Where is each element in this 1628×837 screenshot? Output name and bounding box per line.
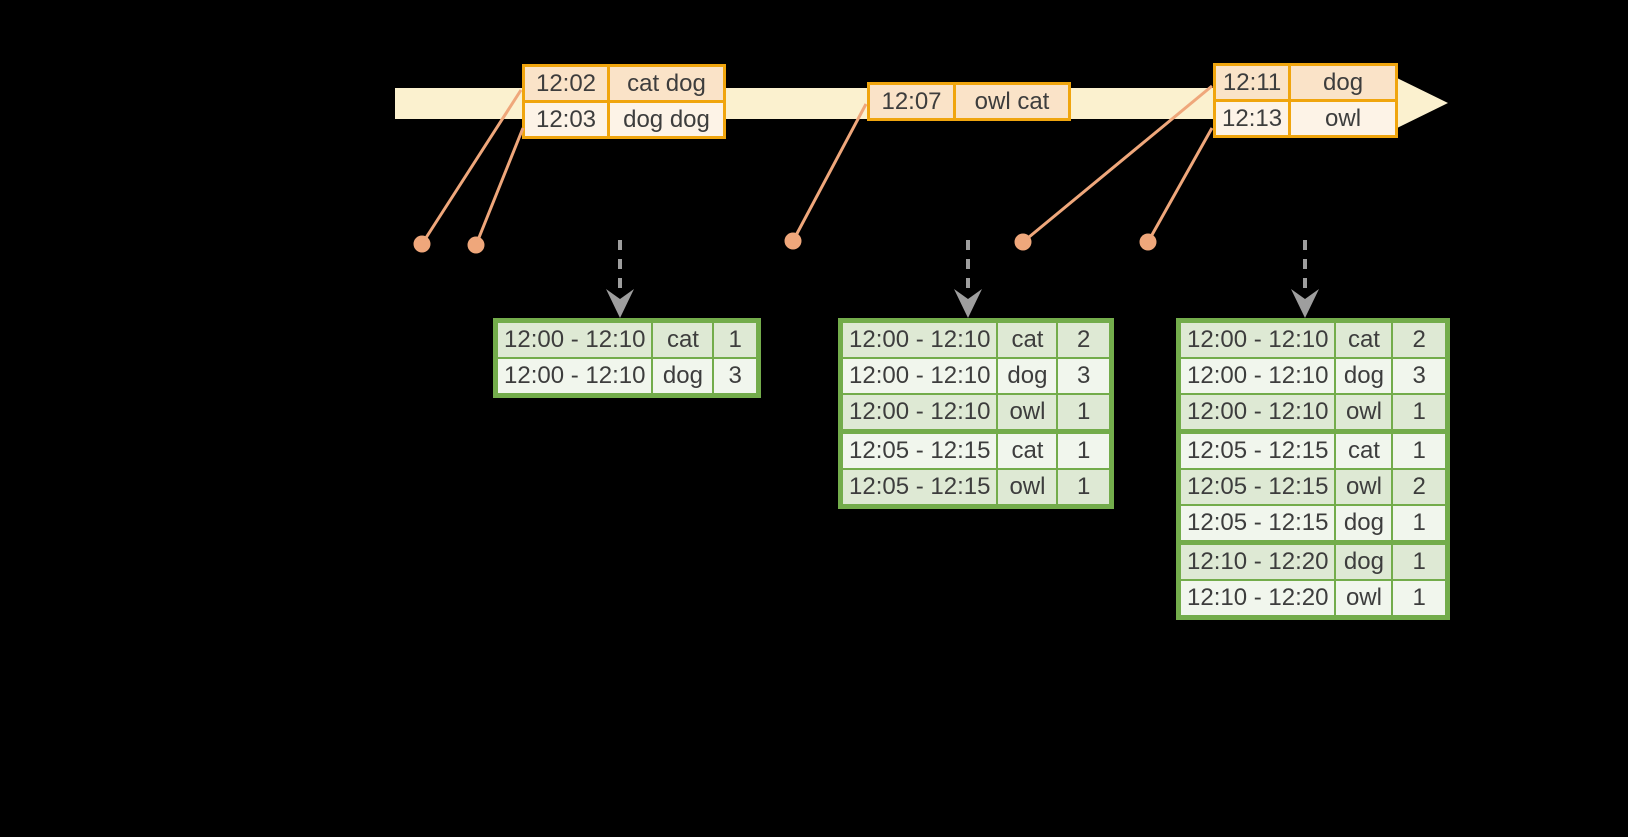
count-cell: 1 [1391, 504, 1449, 544]
word-cell: cat [651, 319, 715, 359]
count-cell: 3 [1056, 357, 1113, 395]
word-cell: cat [1334, 429, 1394, 470]
count-cell: 2 [1391, 468, 1449, 506]
word-cell: owl [996, 468, 1059, 508]
window-cell: 12:05 - 12:15 [1177, 504, 1337, 544]
count-cell: 2 [1056, 319, 1113, 359]
word-cell: owl [1334, 393, 1394, 433]
event-dot [1139, 233, 1157, 251]
word-cell: owl [996, 393, 1059, 433]
window-cell: 12:00 - 12:10 [494, 357, 654, 397]
event-dot [1014, 233, 1032, 251]
event-time-cell: 12:02 [522, 64, 610, 103]
count-cell: 1 [1056, 429, 1113, 470]
event-dot [413, 235, 431, 253]
event-words-cell: dog dog [607, 100, 726, 139]
event-time-cell: 12:07 [867, 82, 956, 121]
window-cell: 12:00 - 12:10 [839, 319, 999, 359]
trigger-arrow-icon [954, 240, 982, 318]
count-cell: 2 [1391, 319, 1449, 359]
window-cell: 12:00 - 12:10 [494, 319, 654, 359]
count-cell: 1 [1391, 540, 1449, 581]
window-cell: 12:05 - 12:15 [1177, 468, 1337, 506]
window-cell: 12:00 - 12:10 [1177, 393, 1337, 433]
window-cell: 12:00 - 12:10 [1177, 357, 1337, 395]
count-cell: 1 [712, 319, 760, 359]
timeline-arrowhead-icon [1393, 76, 1448, 130]
window-cell: 12:00 - 12:10 [1177, 319, 1337, 359]
window-cell: 12:05 - 12:15 [839, 429, 999, 470]
word-cell: dog [996, 357, 1059, 395]
window-cell: 12:10 - 12:20 [1177, 579, 1337, 619]
event-time-cell: 12:11 [1212, 63, 1292, 102]
count-cell: 1 [1056, 468, 1113, 508]
window-cell: 12:05 - 12:15 [839, 468, 999, 508]
word-cell: cat [996, 429, 1059, 470]
count-cell: 1 [1391, 393, 1449, 433]
event-words-cell: dog [1288, 63, 1399, 102]
event-connector-line [791, 103, 868, 242]
word-cell: cat [1334, 319, 1394, 359]
count-cell: 3 [1391, 357, 1449, 395]
event-dot [784, 232, 802, 250]
trigger-arrow-icon [1291, 240, 1319, 318]
event-dot [467, 236, 485, 254]
count-cell: 1 [1056, 393, 1113, 433]
count-cell: 1 [1391, 579, 1449, 619]
count-cell: 1 [1391, 429, 1449, 470]
event-words-cell: owl [1288, 99, 1399, 138]
word-cell: owl [1334, 579, 1394, 619]
event-connector-line [474, 127, 525, 246]
word-cell: dog [651, 357, 715, 397]
word-cell: dog [1334, 540, 1394, 581]
word-cell: cat [996, 319, 1059, 359]
word-cell: dog [1334, 504, 1394, 544]
event-words-cell: cat dog [607, 64, 726, 103]
window-cell: 12:05 - 12:15 [1177, 429, 1337, 470]
event-words-cell: owl cat [953, 82, 1071, 121]
event-time-cell: 12:13 [1212, 99, 1292, 138]
event-time-cell: 12:03 [522, 100, 610, 139]
window-cell: 12:10 - 12:20 [1177, 540, 1337, 581]
trigger-arrow-icon [606, 240, 634, 318]
word-cell: owl [1334, 468, 1394, 506]
window-cell: 12:00 - 12:10 [839, 393, 999, 433]
count-cell: 3 [712, 357, 760, 397]
word-cell: dog [1334, 357, 1394, 395]
event-connector-line [1146, 127, 1214, 243]
window-cell: 12:00 - 12:10 [839, 357, 999, 395]
